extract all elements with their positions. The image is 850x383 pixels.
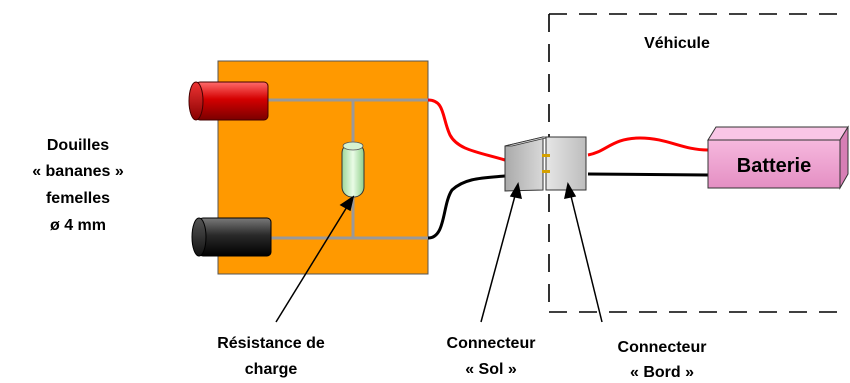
sockets-label-line4: ø 4 mm: [50, 217, 106, 234]
battery-label: Batterie: [737, 155, 811, 177]
vehicle-boundary: [548, 13, 843, 313]
resistor-label-line1: Résistance de: [217, 335, 325, 352]
red-wire-vehicle: [587, 136, 709, 157]
board-connector-label-line2: « Bord »: [630, 364, 694, 381]
pointer-arrows: [275, 181, 603, 323]
red-wire-board: [427, 98, 506, 162]
ground-connector-icon: [504, 136, 551, 192]
sockets-label-line1: Douilles: [47, 137, 109, 154]
vehicle-label: Véhicule: [644, 35, 710, 52]
ground-connector-label-line1: Connecteur: [447, 335, 536, 352]
resistor-icon: [341, 141, 365, 198]
sockets-label-line3: femelles: [46, 190, 110, 207]
sockets-label-line2: « bananes »: [32, 163, 124, 180]
black-wire-vehicle: [587, 172, 709, 177]
board-connector-label-line1: Connecteur: [618, 339, 707, 356]
battery-icon: [707, 125, 849, 190]
black-wire-board: [427, 174, 506, 240]
board-connector-icon: [542, 136, 587, 191]
ground-connector-label-line2: « Sol »: [465, 361, 517, 378]
banana-socket-black-icon: [191, 217, 272, 257]
banana-socket-red-icon: [188, 81, 269, 121]
resistor-label-line2: charge: [245, 361, 298, 378]
